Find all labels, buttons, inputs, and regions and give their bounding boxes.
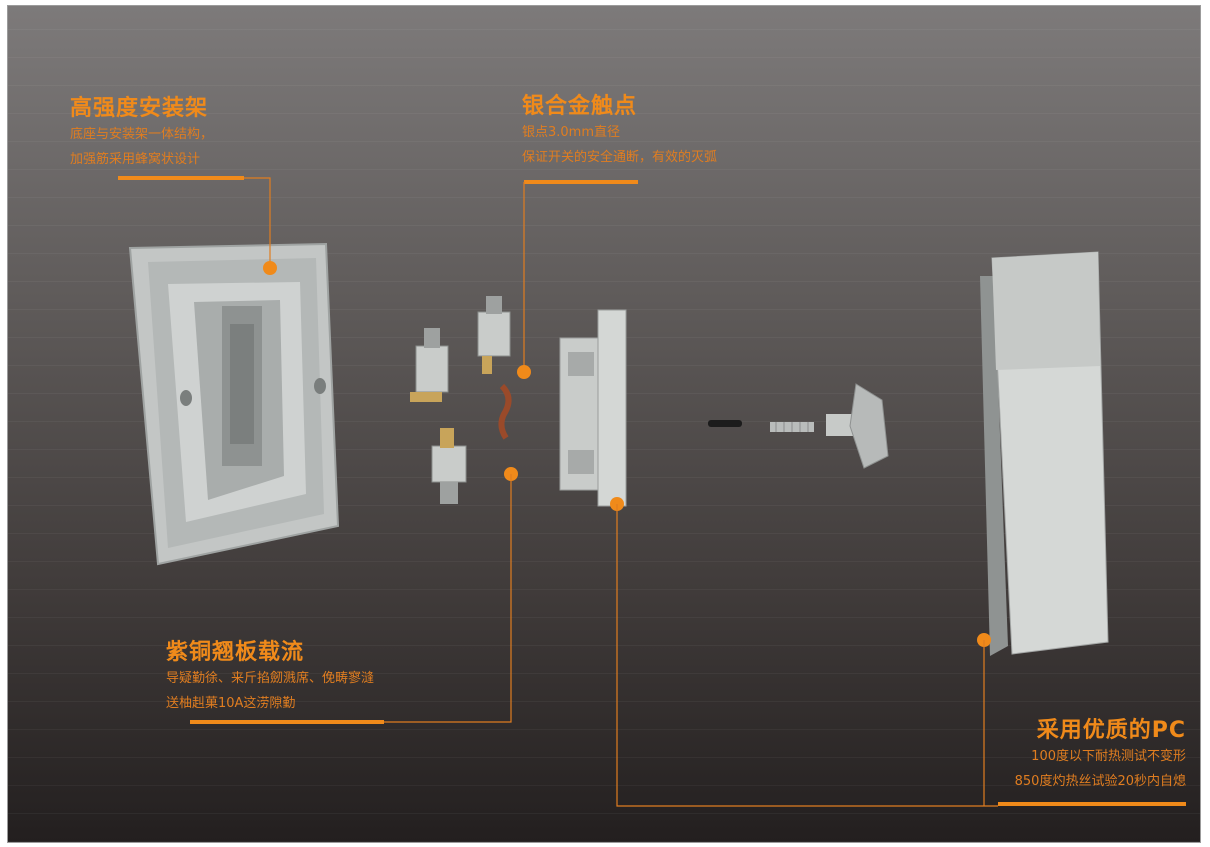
- callout-text-line: 导疑勤徐、来斤掐劒溅席、俛畴寥漨: [166, 671, 375, 686]
- spring-pin-image: [708, 383, 889, 469]
- terminal-screws-image: [410, 296, 512, 504]
- leader-lines: [118, 176, 1186, 807]
- callout-title: 银合金触点: [522, 94, 638, 119]
- mounting-bracket-image: [128, 242, 340, 566]
- rocker-mechanism-image: [559, 309, 627, 507]
- callout-text-line: 保证开关的安全通断，有效的灭弧: [522, 150, 718, 165]
- callout-copper-rocker: 紫铜翘板载流 导疑勤徐、来斤掐劒溅席、俛畴寥漨 送柚赳菓10A这涝隙勤: [166, 634, 374, 716]
- callout-text-line: 银点3.0mm直径: [522, 125, 621, 140]
- pc-cover-panel-image: [980, 251, 1109, 656]
- callout-pc-material: 采用优质的PC 100度以下耐热测试不变形 850度灼热丝试验20秒内自熄: [1015, 712, 1186, 794]
- callout-text-line: 100度以下耐热测试不变形: [1031, 749, 1186, 764]
- exploded-parts-illustration: [118, 176, 1186, 807]
- product-exploded-view: 高强度安装架 底座与安装架一体结构， 加强筋采用蜂窝状设计 银合金触点 银点3.…: [7, 5, 1201, 843]
- callout-text-line: 850度灼热丝试验20秒内自熄: [1014, 774, 1186, 789]
- callout-silver-contact: 银合金触点 银点3.0mm直径 保证开关的安全通断，有效的灭弧: [522, 88, 717, 170]
- callout-title: 紫铜翘板载流: [166, 640, 305, 665]
- callout-title: 高强度安装架: [70, 96, 209, 121]
- callout-text-line: 送柚赳菓10A这涝隙勤: [166, 696, 296, 711]
- callout-title: 采用优质的PC: [1036, 718, 1186, 743]
- callout-text-line: 底座与安装架一体结构，: [70, 127, 214, 142]
- callout-mounting-bracket: 高强度安装架 底座与安装架一体结构， 加强筋采用蜂窝状设计: [70, 90, 213, 172]
- callout-text-line: 加强筋采用蜂窝状设计: [70, 152, 201, 167]
